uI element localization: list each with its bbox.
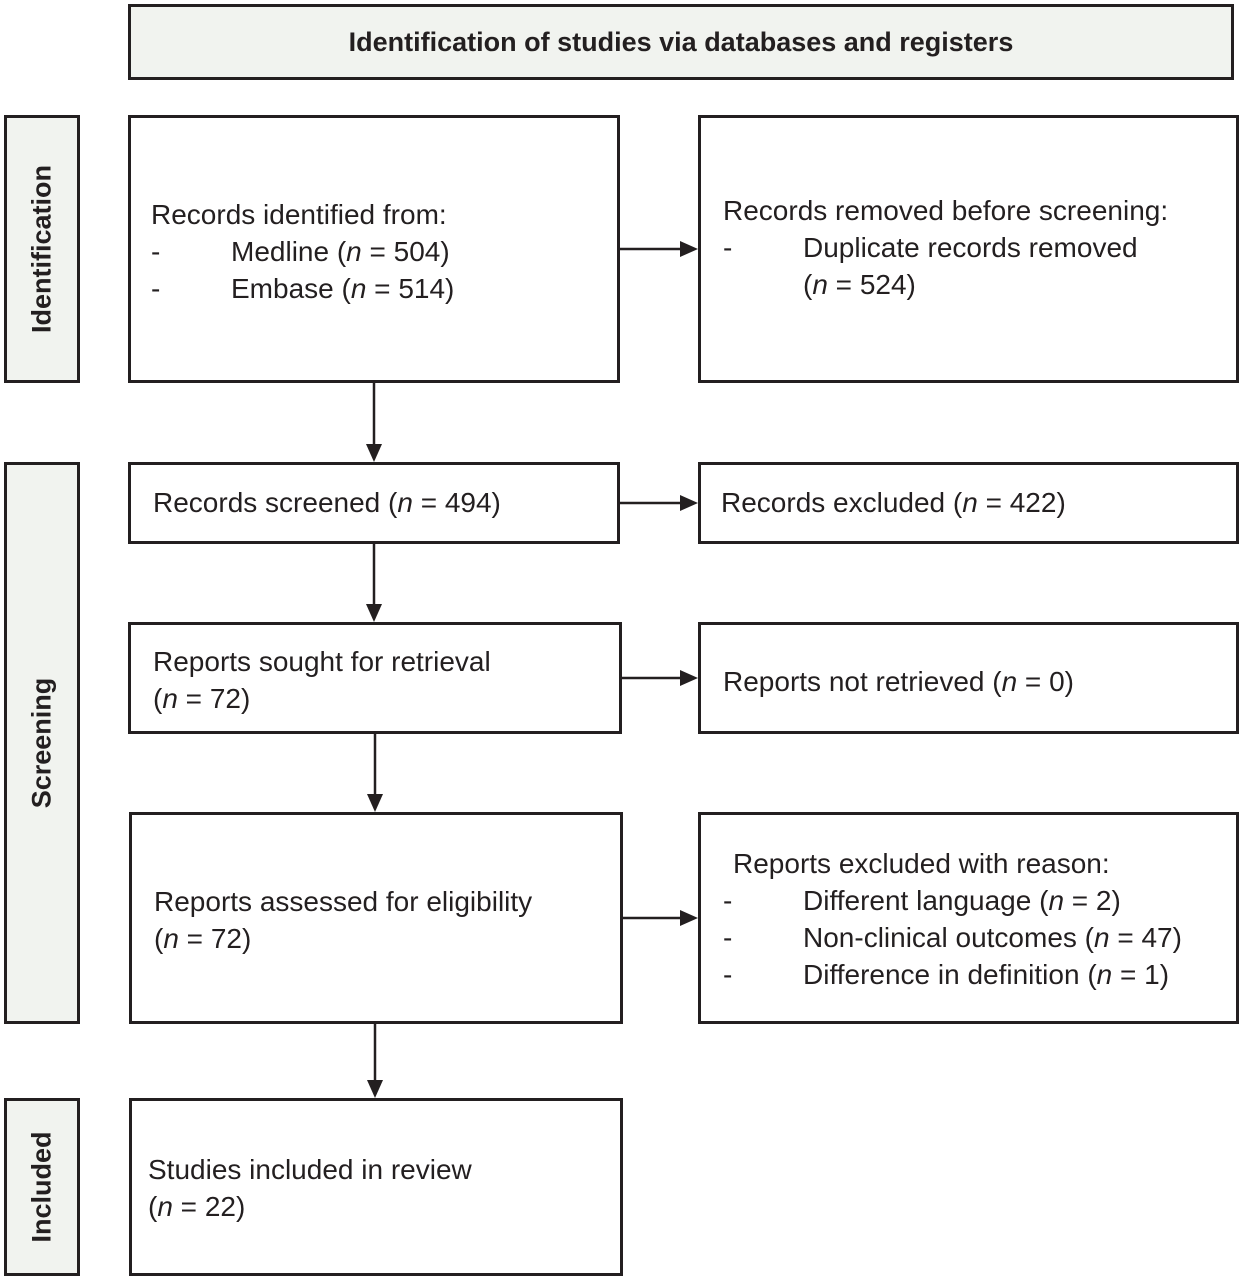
arrow-right-4 xyxy=(680,910,698,926)
stage-screening: Screening xyxy=(4,462,80,1024)
arrow-down-4 xyxy=(367,1080,383,1098)
header-box: Identification of studies via databases … xyxy=(128,4,1234,80)
records-removed-box: Records removed before screening: - Dupl… xyxy=(698,115,1239,383)
reports-assessed-count: (n = 72) xyxy=(154,923,252,954)
reports-excluded-title: Reports excluded with reason: xyxy=(733,848,1110,879)
studies-included-label: Studies included in review xyxy=(148,1154,472,1185)
list-item: - Embase (n = 514) xyxy=(151,273,455,304)
reports-not-retrieved-label: Reports not retrieved (n = 0) xyxy=(723,666,1074,697)
reports-sought-count: (n = 72) xyxy=(153,683,251,714)
reports-assessed-box: Reports assessed for eligibility (n = 72… xyxy=(129,812,623,1024)
records-screened-box: Records screened (n = 494) xyxy=(128,462,620,544)
records-identified-title: Records identified from: xyxy=(151,199,447,230)
studies-included-box: Studies included in review (n = 22) xyxy=(129,1098,623,1276)
arrow-right-1 xyxy=(680,241,698,257)
records-identified-box: Records identified from: - Medline (n = … xyxy=(128,115,620,383)
arrow-down-1 xyxy=(366,444,382,462)
reports-excluded-box: Reports excluded with reason: - Differen… xyxy=(698,812,1239,1024)
studies-included-count: (n = 22) xyxy=(148,1191,246,1222)
reports-sought-label: Reports sought for retrieval xyxy=(153,646,491,677)
header-title: Identification of studies via databases … xyxy=(348,26,1014,57)
arrow-right-2 xyxy=(680,495,698,511)
stage-identification: Identification xyxy=(4,115,80,383)
arrow-right-3 xyxy=(680,670,698,686)
records-removed-title: Records removed before screening: xyxy=(723,195,1169,226)
reports-sought-box: Reports sought for retrieval (n = 72) xyxy=(128,622,622,734)
records-screened-label: Records screened (n = 494) xyxy=(153,487,501,518)
records-removed-count: (n = 524) xyxy=(803,269,916,300)
records-excluded-box: Records excluded (n = 422) xyxy=(698,462,1239,544)
stage-included: Included xyxy=(4,1098,80,1276)
records-excluded-label: Records excluded (n = 422) xyxy=(721,487,1066,518)
reports-not-retrieved-box: Reports not retrieved (n = 0) xyxy=(698,622,1239,734)
arrow-down-2 xyxy=(366,604,382,622)
arrow-down-3 xyxy=(367,794,383,812)
list-item: - Medline (n = 504) xyxy=(151,236,450,267)
list-item: - Duplicate records removed xyxy=(723,232,1138,263)
reports-assessed-label: Reports assessed for eligibility xyxy=(154,886,533,917)
